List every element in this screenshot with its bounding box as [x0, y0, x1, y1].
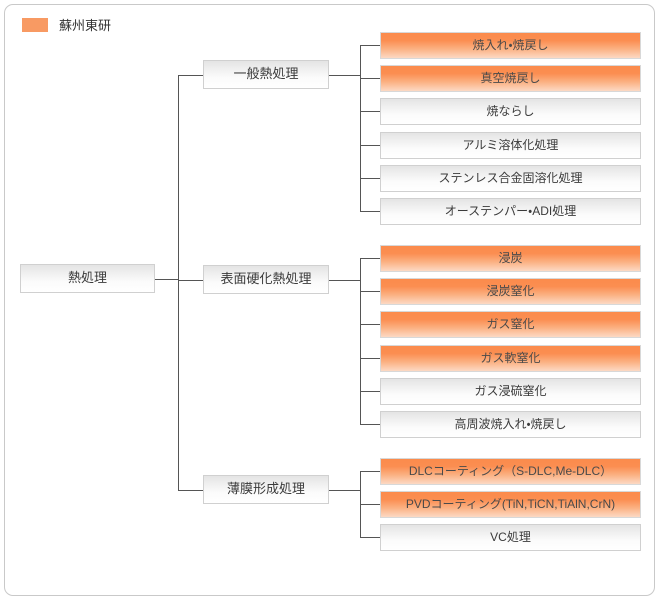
- leaf-node-1-5[interactable]: ステンレス合金固溶化処理: [380, 165, 641, 192]
- leaf-node-2-2[interactable]: 浸炭窒化: [380, 278, 641, 305]
- leaf-node-3-1[interactable]: DLCコーティング（S-DLC,Me-DLC）: [380, 458, 641, 485]
- trunk-line: [178, 75, 179, 490]
- leaf-node-1-2-label: 真空焼戻し: [480, 70, 541, 85]
- leaf-node-2-5[interactable]: ガス浸硫窒化: [380, 378, 641, 405]
- legend: 蘇州東研: [22, 14, 111, 36]
- leaf-node-1-6[interactable]: オーステンパー・ADI処理: [380, 198, 641, 225]
- leaf-connector-1-1: [360, 45, 380, 46]
- branch-node-3-label: 薄膜形成処理: [226, 481, 305, 497]
- leaf-node-2-4[interactable]: ガス軟窒化: [380, 345, 641, 372]
- leaf-bus-1: [360, 45, 361, 211]
- branch-node-1-label: 一般熱処理: [233, 66, 299, 82]
- legend-label: 蘇州東研: [59, 17, 112, 33]
- leaf-connector-1-5: [360, 178, 380, 179]
- leaf-node-2-4-label: ガス軟窒化: [480, 350, 541, 365]
- leaf-node-1-1[interactable]: 焼入れ・焼戻し: [380, 32, 641, 59]
- root-node-label: 熱処理: [67, 270, 107, 286]
- branch-connector-1: [178, 75, 203, 76]
- leaf-node-1-6-label: オーステンパー・ADI処理: [444, 203, 577, 218]
- leaf-node-1-1-label: 焼入れ・焼戻し: [472, 37, 549, 52]
- leaf-node-1-4[interactable]: アルミ溶体化処理: [380, 132, 641, 159]
- branch-node-2-label: 表面硬化熱処理: [220, 271, 312, 287]
- leaf-connector-1-3: [360, 111, 380, 112]
- leaf-node-2-1-label: 浸炭: [498, 250, 523, 265]
- root-connector: [155, 279, 178, 280]
- leaf-node-2-1[interactable]: 浸炭: [380, 245, 641, 272]
- leaf-node-1-5-label: ステンレス合金固溶化処理: [438, 170, 583, 185]
- leaf-connector-2-4: [360, 358, 380, 359]
- legend-color-swatch: [22, 18, 48, 32]
- leaf-node-3-1-label: DLCコーティング（S-DLC,Me-DLC）: [408, 463, 613, 478]
- branch-out-connector-3: [329, 490, 360, 491]
- leaf-connector-2-2: [360, 291, 380, 292]
- leaf-node-3-2[interactable]: PVDコーティング(TiN,TiCN,TiAlN,CrN): [380, 491, 641, 518]
- branch-out-connector-2: [329, 280, 360, 281]
- leaf-node-2-6[interactable]: 高周波焼入れ・焼戻し: [380, 411, 641, 438]
- leaf-node-3-3-label: VC処理: [490, 529, 531, 544]
- leaf-node-2-2-label: 浸炭窒化: [486, 283, 535, 298]
- branch-node-1[interactable]: 一般熱処理: [203, 60, 329, 89]
- leaf-node-1-4-label: アルミ溶体化処理: [462, 137, 559, 152]
- branch-out-connector-1: [329, 75, 360, 76]
- leaf-connector-3-1: [360, 471, 380, 472]
- leaf-node-2-6-label: 高周波焼入れ・焼戻し: [454, 416, 567, 431]
- leaf-connector-2-5: [360, 391, 380, 392]
- branch-connector-2: [178, 280, 203, 281]
- leaf-node-3-3[interactable]: VC処理: [380, 524, 641, 551]
- branch-connector-3: [178, 490, 203, 491]
- branch-node-2[interactable]: 表面硬化熱処理: [203, 265, 329, 294]
- root-node[interactable]: 熱処理: [20, 264, 155, 293]
- leaf-bus-2: [360, 258, 361, 424]
- leaf-node-2-3[interactable]: ガス窒化: [380, 311, 641, 338]
- leaf-node-3-2-label: PVDコーティング(TiN,TiCN,TiAlN,CrN): [405, 496, 616, 511]
- leaf-node-1-2[interactable]: 真空焼戻し: [380, 65, 641, 92]
- leaf-connector-1-4: [360, 145, 380, 146]
- leaf-node-1-3-label: 焼ならし: [486, 103, 535, 118]
- leaf-connector-2-3: [360, 324, 380, 325]
- leaf-connector-3-2: [360, 504, 380, 505]
- leaf-node-2-3-label: ガス窒化: [486, 316, 535, 331]
- leaf-connector-3-3: [360, 537, 380, 538]
- leaf-connector-2-1: [360, 258, 380, 259]
- leaf-connector-2-6: [360, 424, 380, 425]
- leaf-connector-1-2: [360, 78, 380, 79]
- leaf-node-1-3[interactable]: 焼ならし: [380, 98, 641, 125]
- leaf-connector-1-6: [360, 211, 380, 212]
- branch-node-3[interactable]: 薄膜形成処理: [203, 475, 329, 504]
- leaf-node-2-5-label: ガス浸硫窒化: [474, 383, 547, 398]
